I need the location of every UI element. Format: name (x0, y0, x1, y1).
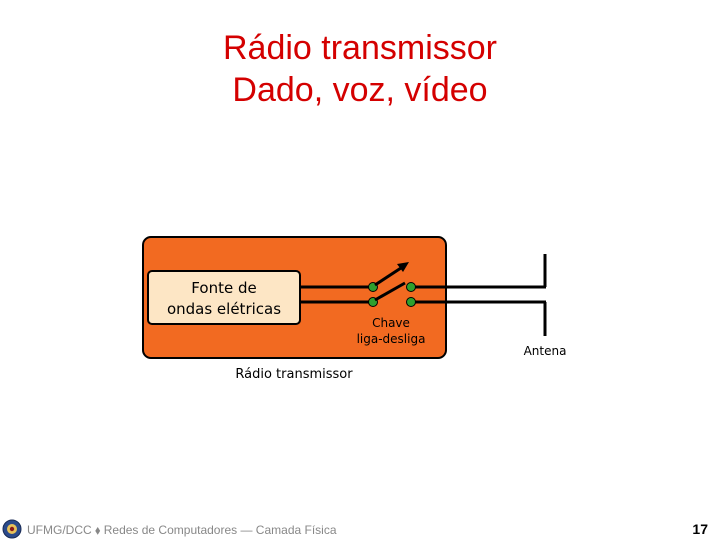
switch-blade-upper (374, 264, 405, 287)
switch-node-upper-right (406, 282, 416, 292)
footer-text: UFMG/DCC ⬧ Redes de Computadores — Camad… (27, 523, 337, 537)
slide-title-line-2: Dado, voz, vídeo (232, 71, 488, 109)
switch-blade-lower (374, 281, 406, 302)
slide-title-line-1: Rádio transmissor (223, 29, 497, 67)
antenna-label: Antena (524, 344, 567, 358)
page-number: 17 (692, 521, 708, 537)
wave-source-label-line-2: ondas elétricas (167, 300, 281, 318)
switch-label-line-1: Chave (372, 316, 410, 330)
switch-arrow-icon (397, 262, 409, 272)
wave-source-label-line-1: Fonte de (191, 279, 256, 297)
transmitter-label: Rádio transmissor (235, 367, 353, 382)
wave-source-box (147, 270, 301, 325)
switch-label-line-2: liga-desliga (357, 332, 426, 346)
ufmg-logo-icon (2, 519, 22, 539)
switch-node-lower-right (406, 297, 416, 307)
